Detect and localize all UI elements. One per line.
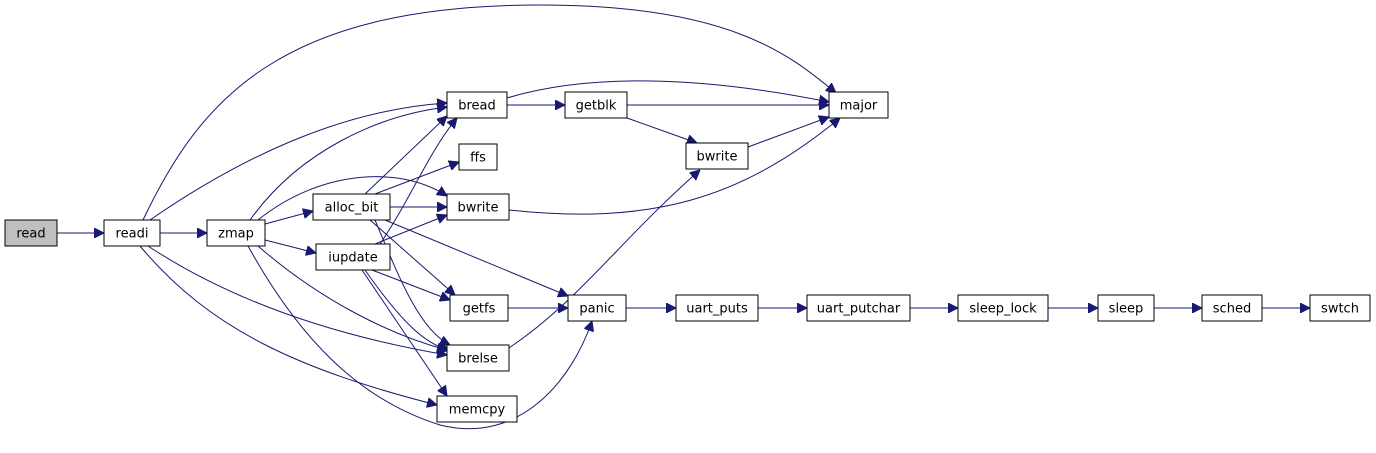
node-label: major (840, 99, 878, 114)
node-sleep[interactable]: sleep (1097, 294, 1155, 322)
node-getfs[interactable]: getfs (449, 294, 509, 322)
node-box (449, 294, 509, 322)
node-label: zmap (218, 227, 254, 242)
node-label: memcpy (449, 403, 506, 418)
edge-alloc_bit-to-panic (384, 219, 568, 296)
node-label: swtch (1321, 302, 1359, 317)
node-box (446, 193, 510, 221)
node-box (446, 344, 510, 372)
node-box (315, 243, 391, 271)
node-box (4, 219, 58, 247)
node-box (1309, 294, 1371, 322)
edge-getblk-to-bwrite2 (626, 117, 697, 143)
node-panic[interactable]: panic (567, 294, 627, 322)
edge-bwrite1-to-major (508, 118, 840, 215)
node-label: sched (1213, 302, 1251, 317)
node-box (806, 294, 911, 322)
node-box (206, 219, 266, 247)
node-memcpy[interactable]: memcpy (436, 395, 518, 423)
node-label: sleep_lock (969, 302, 1037, 317)
node-box (312, 193, 391, 221)
node-sched[interactable]: sched (1201, 294, 1263, 322)
node-label: bwrite (458, 201, 499, 216)
node-bwrite1[interactable]: bwrite (446, 193, 510, 221)
node-label: iupdate (328, 251, 377, 266)
edge-bread-to-major (506, 80, 829, 102)
edges (57, 4, 1310, 430)
node-major[interactable]: major (828, 91, 889, 119)
node-uart_putchar[interactable]: uart_putchar (806, 294, 911, 322)
node-box (564, 91, 628, 119)
edge-bwrite2-to-major (747, 117, 829, 148)
edge-zmap-to-brelse (257, 245, 447, 350)
node-brelse[interactable]: brelse (446, 344, 510, 372)
node-box (436, 395, 518, 423)
node-label: sleep (1109, 302, 1144, 317)
edge-alloc_bit-to-ffs (374, 162, 459, 195)
edge-zmap-to-alloc_bit (264, 211, 313, 225)
node-label: getblk (576, 99, 617, 114)
edge-readi-to-major (142, 4, 836, 221)
node-label: alloc_bit (325, 201, 379, 216)
node-label: bwrite (697, 150, 738, 165)
node-label: ffs (470, 151, 486, 166)
node-box (103, 219, 161, 247)
node-label: uart_puts (686, 302, 748, 317)
node-box (1097, 294, 1155, 322)
edge-zmap-to-bread (249, 107, 447, 221)
edge-readi-to-brelse (147, 245, 447, 355)
node-box (685, 142, 749, 170)
node-label: getfs (463, 302, 496, 317)
edge-iupdate-to-getfs (371, 269, 450, 300)
node-swtch[interactable]: swtch (1309, 294, 1371, 322)
edge-zmap-to-panic (247, 245, 592, 430)
node-label: panic (579, 302, 614, 317)
node-box (458, 143, 498, 171)
node-label: readi (116, 227, 149, 242)
node-box (446, 91, 508, 119)
edge-iupdate-to-memcpy (361, 269, 447, 396)
node-alloc_bit[interactable]: alloc_bit (312, 193, 391, 221)
node-box (567, 294, 627, 322)
edge-alloc_bit-to-getfs (369, 219, 455, 295)
node-label: bread (458, 99, 496, 114)
node-bread[interactable]: bread (446, 91, 508, 119)
edge-brelse-to-bwrite2 (508, 170, 700, 349)
node-box (1201, 294, 1263, 322)
node-box (675, 294, 759, 322)
node-iupdate[interactable]: iupdate (315, 243, 391, 271)
node-bwrite2[interactable]: bwrite (685, 142, 749, 170)
edge-iupdate-to-bwrite1 (374, 215, 447, 245)
node-box (957, 294, 1049, 322)
edge-zmap-to-bwrite1 (257, 176, 447, 221)
edge-zmap-to-iupdate (264, 239, 316, 253)
node-label: brelse (458, 352, 498, 367)
edge-alloc_bit-to-bread (364, 116, 447, 195)
node-sleep_lock[interactable]: sleep_lock (957, 294, 1049, 322)
node-getblk[interactable]: getblk (564, 91, 628, 119)
node-ffs[interactable]: ffs (458, 143, 498, 171)
node-readi[interactable]: readi (103, 219, 161, 247)
node-label: read (16, 227, 45, 242)
node-read[interactable]: read (4, 219, 58, 247)
node-box (828, 91, 889, 119)
edge-alloc_bit-to-brelse (374, 219, 450, 345)
node-uart_puts[interactable]: uart_puts (675, 294, 759, 322)
edge-iupdate-to-brelse (364, 269, 450, 350)
edge-iupdate-to-bread (379, 118, 457, 245)
edge-readi-to-bread (149, 103, 447, 221)
edge-readi-to-memcpy (139, 245, 437, 405)
node-zmap[interactable]: zmap (206, 219, 266, 247)
node-label: uart_putchar (817, 302, 901, 317)
